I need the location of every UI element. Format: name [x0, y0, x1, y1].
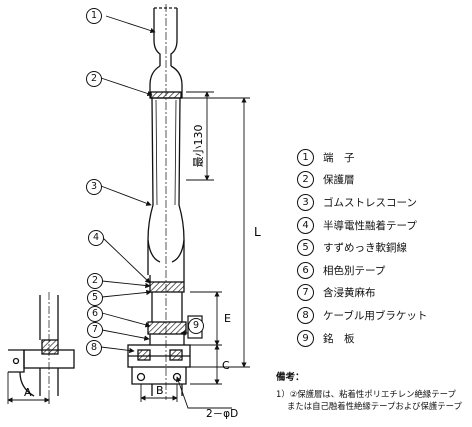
legend-item: 6 相色別テープ	[297, 259, 467, 282]
callout-2-bottom: 2	[87, 273, 103, 289]
legend-item: 2 保護層	[297, 169, 467, 192]
legend-num: 4	[297, 216, 314, 234]
legend-label: 保護層	[323, 174, 355, 187]
callout-9: 9	[188, 318, 204, 334]
cable-termination-body	[127, 4, 191, 400]
callout-5: 5	[87, 290, 103, 306]
legend-item: 9 銘 板	[297, 327, 467, 350]
callout-3: 3	[86, 179, 102, 195]
callout-4: 4	[88, 230, 104, 246]
bolt-hole-left	[136, 372, 146, 382]
dim-L-label: L	[254, 225, 261, 239]
legend-item: 1 端 子	[297, 146, 467, 169]
legend-item: 3 ゴムストレスコーン	[297, 191, 467, 214]
legend-label: 銘 板	[323, 332, 355, 345]
parts-legend: 1 端 子 2 保護層 3 ゴムストレスコーン 4 半導電性融着テープ 5 すずめっき軟銅…	[297, 146, 467, 349]
phase-color-tape	[147, 321, 187, 335]
dim-C-label: C	[222, 359, 230, 372]
legend-label: 含浸黄麻布	[323, 287, 376, 300]
dim-B-label: B	[156, 384, 164, 397]
remarks-block: 備考： 1）②保護層は、粘着性ポリエチレン絶縁テープ または自己融着性絶縁テープ…	[276, 372, 470, 412]
side-view	[8, 292, 75, 398]
legend-label: すずめっき軟銅線	[323, 242, 407, 255]
callout-8: 8	[86, 340, 102, 356]
remarks-title: 備考：	[276, 372, 305, 383]
dim-min130-label: 最小130	[192, 125, 205, 168]
legend-num: 3	[297, 193, 314, 211]
legend-item: 4 半導電性融着テープ	[297, 214, 467, 237]
callout-7: 7	[87, 322, 103, 338]
remarks-line-2: または自己融着性絶縁テープおよび保護テープ	[287, 401, 462, 411]
legend-num: 8	[297, 306, 314, 324]
legend-item: 8 ケーブル用ブラケット	[297, 304, 467, 327]
callout-6: 6	[87, 306, 103, 322]
callout-leaders	[100, 15, 188, 354]
legend-num: 1	[297, 148, 314, 166]
dim-holes-leader	[176, 376, 232, 409]
legend-num: 5	[297, 239, 314, 257]
legend-label: 半導電性融着テープ	[323, 219, 417, 232]
callout-2-top: 2	[86, 71, 102, 87]
legend-num: 7	[297, 284, 314, 302]
cable-body	[147, 97, 185, 275]
semiconductive-tape-band	[149, 281, 185, 293]
dim-A-label: A	[24, 386, 32, 399]
dim-E-label: E	[224, 312, 231, 325]
legend-label: 端 子	[323, 151, 355, 164]
legend-num: 9	[297, 329, 314, 347]
callout-1: 1	[86, 8, 102, 24]
legend-item: 7 含浸黄麻布	[297, 282, 467, 305]
dim-holes-label: 2－φD	[206, 408, 238, 420]
remarks-line-1: 1）②保護層は、粘着性ポリエチレン絶縁テープ	[276, 389, 456, 399]
legend-label: ゴムストレスコーン	[323, 196, 417, 209]
legend-num: 2	[297, 171, 314, 189]
legend-label: ケーブル用ブラケット	[323, 309, 428, 322]
terminal-lug	[153, 8, 178, 66]
legend-label: 相色別テープ	[323, 264, 386, 277]
dimension-lines	[7, 91, 250, 409]
legend-item: 5 すずめっき軟銅線	[297, 236, 467, 259]
legend-num: 6	[297, 261, 314, 279]
stress-cone	[147, 239, 185, 263]
